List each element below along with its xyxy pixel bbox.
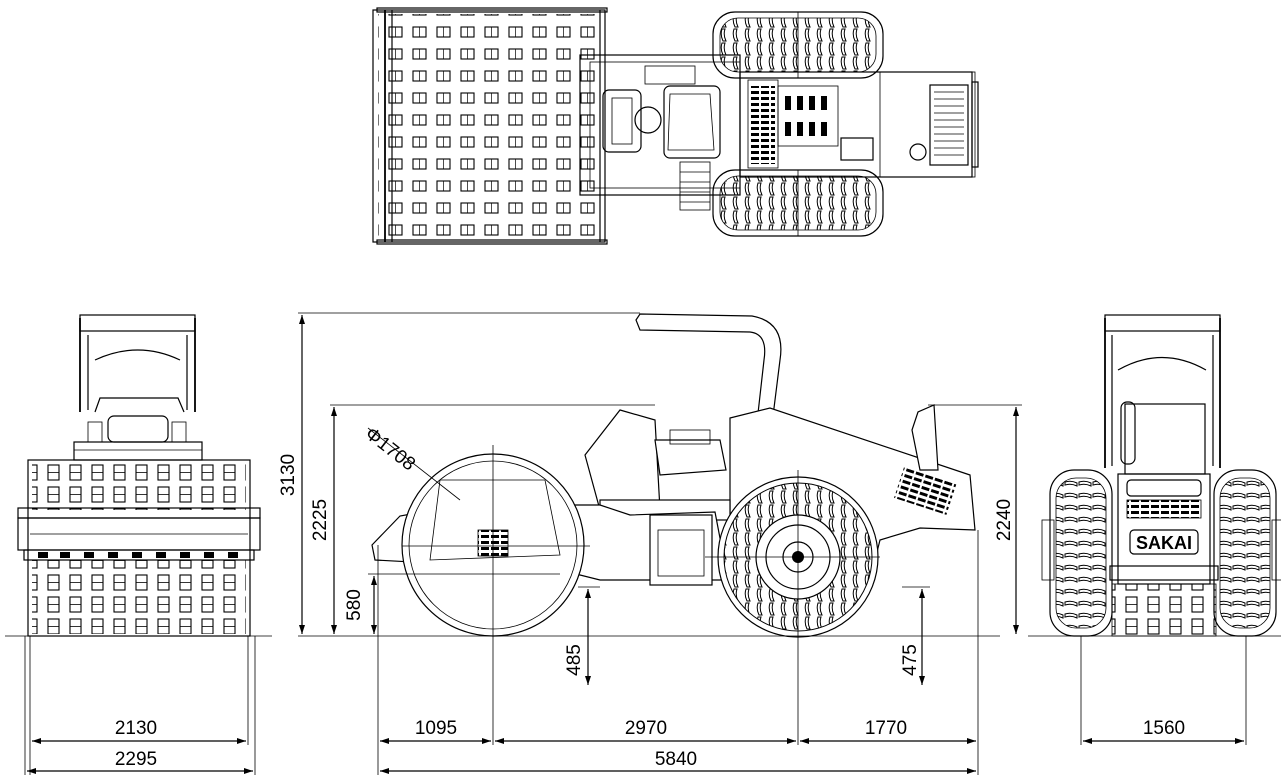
top-view-drum xyxy=(372,7,608,245)
dim-drum-width: 2130 xyxy=(115,718,157,739)
top-view-rear-tire-lower xyxy=(712,169,884,237)
side-view-hood-grille xyxy=(894,467,957,515)
dim-rear-clearance: 475 xyxy=(900,644,921,676)
rear-view-tire-right xyxy=(1213,469,1281,637)
dim-drum-top-height: 2225 xyxy=(310,499,331,541)
front-view-drum xyxy=(17,459,261,637)
dim-drum-axle-height: 580 xyxy=(344,589,365,621)
dim-wheelbase: 2970 xyxy=(625,718,667,739)
top-view-frame xyxy=(579,54,741,211)
front-view xyxy=(17,314,261,637)
dim-overall-width: 2295 xyxy=(115,749,157,770)
top-view-hood xyxy=(739,71,979,178)
dim-front-clearance: 485 xyxy=(564,644,585,676)
rear-view-tire-left xyxy=(1041,469,1113,637)
dim-rear-tread: 1560 xyxy=(1143,718,1185,739)
dim-hood-height: 2240 xyxy=(994,499,1015,541)
side-view xyxy=(371,313,976,638)
brand-label: SAKAI xyxy=(1136,533,1192,553)
side-view-cab xyxy=(584,409,731,521)
front-view-cab xyxy=(73,397,203,461)
front-view-rops xyxy=(79,314,196,412)
rear-view: SAKAI xyxy=(1041,314,1281,637)
side-view-exhaust xyxy=(911,404,939,471)
dimensions: 3130 2225 580 2240 485 475 Φ1708 1095 29… xyxy=(27,315,1244,774)
top-view xyxy=(372,7,979,245)
dim-overall-height: 3130 xyxy=(278,454,299,496)
dim-overall-length: 5840 xyxy=(655,749,697,770)
rear-view-body: SAKAI xyxy=(1109,401,1219,637)
dim-drum-diameter: Φ1708 xyxy=(361,423,419,475)
rear-view-rops xyxy=(1104,314,1221,468)
extension-lines xyxy=(24,312,1247,775)
top-view-rear-tire-upper xyxy=(712,11,884,79)
dim-rear-overhang: 1770 xyxy=(865,718,907,739)
dim-front-overhang: 1095 xyxy=(415,718,457,739)
